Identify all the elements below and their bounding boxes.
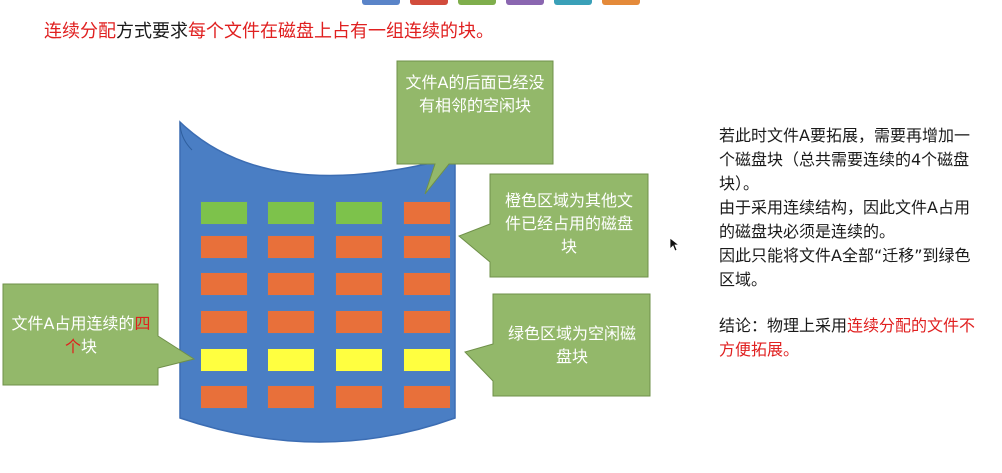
disk-block-yellow <box>200 348 248 372</box>
disk-block-green <box>335 201 383 225</box>
disk-block-orange <box>267 235 315 259</box>
disk-block-yellow <box>335 348 383 372</box>
disk-top-curl <box>179 121 193 151</box>
note-migrate: 因此只能将文件A全部“迁移”到绿色区域。 <box>719 246 971 289</box>
callout-left-label: 文件A占用连续的 <box>11 314 135 333</box>
callout-green-label: 绿色区域为空闲磁盘块 <box>507 324 636 366</box>
callout-orange-text: 橙色区域为其他文件已经占用的磁盘块 <box>500 189 638 258</box>
disk-body <box>179 120 456 443</box>
disk-block-orange <box>200 235 248 259</box>
top-strip-orange <box>602 0 640 5</box>
disk-block-orange <box>267 272 315 296</box>
disk-block-orange <box>335 235 383 259</box>
note-extend: 若此时文件A要拓展，需要再增加一个磁盘块（总共需要连续的4个磁盘块）。 <box>719 126 970 193</box>
conclusion-highlight: 连续分配的文件不方便拓展。 <box>719 316 976 359</box>
callout-top-label: 文件A的后面已经没有相邻的空闲块 <box>405 73 545 115</box>
slide-title: 连续分配方式要求每个文件在磁盘上占有一组连续的块。 <box>44 20 494 44</box>
callout-orange-label: 橙色区域为其他文件已经占用的磁盘块 <box>504 191 633 256</box>
disk-block-orange <box>267 385 315 409</box>
disk-block-orange <box>403 385 451 409</box>
disk-block-orange <box>335 310 383 334</box>
callout-green-shape <box>464 293 651 397</box>
callout-green-text: 绿色区域为空闲磁盘块 <box>505 322 639 368</box>
disk-block-orange <box>335 272 383 296</box>
disk-block-orange <box>200 385 248 409</box>
title-text: 方式要求 <box>116 21 188 42</box>
disk-block-orange <box>403 310 451 334</box>
disk-block-green <box>200 201 248 225</box>
disk-block-yellow <box>403 348 451 372</box>
disk-block-orange <box>403 201 451 225</box>
top-strip-purple <box>506 0 544 5</box>
disk-block-orange <box>200 310 248 334</box>
disk-block-orange <box>335 385 383 409</box>
callout-left-suffix: 块 <box>81 337 98 356</box>
title-highlight-contiguous: 连续分配 <box>44 21 116 42</box>
conclusion-prefix: 结论：物理上采用 <box>719 316 848 335</box>
top-strip-green <box>458 0 496 5</box>
note-conclusion: 结论：物理上采用连续分配的文件不方便拓展。 <box>719 314 979 362</box>
disk-block-orange <box>403 272 451 296</box>
note-contiguous: 由于采用连续结构，因此文件A占用的磁盘块必须是连续的。 <box>719 198 970 241</box>
callout-top-text: 文件A的后面已经没有相邻的空闲块 <box>405 71 545 117</box>
callout-left-shape <box>2 283 196 386</box>
explanation-panel: 若此时文件A要拓展，需要再增加一个磁盘块（总共需要连续的4个磁盘块）。 由于采用… <box>719 124 979 362</box>
callout-left-highlight: 四个 <box>64 314 151 356</box>
disk-block-green <box>267 201 315 225</box>
callout-orange-shape <box>458 173 649 278</box>
disk-block-orange <box>267 310 315 334</box>
callout-left-text: 文件A占用连续的四个块 <box>11 312 151 358</box>
title-highlight-rule: 每个文件在磁盘上占有一组连续的块。 <box>188 21 494 42</box>
mouse-cursor-icon <box>670 238 680 252</box>
top-strip-red <box>410 0 448 5</box>
disk-block-yellow <box>267 348 315 372</box>
top-strip-teal <box>554 0 592 5</box>
callout-top-shape <box>396 60 554 195</box>
top-strip-blue <box>362 0 400 5</box>
disk-block-orange <box>403 235 451 259</box>
disk-block-orange <box>200 272 248 296</box>
